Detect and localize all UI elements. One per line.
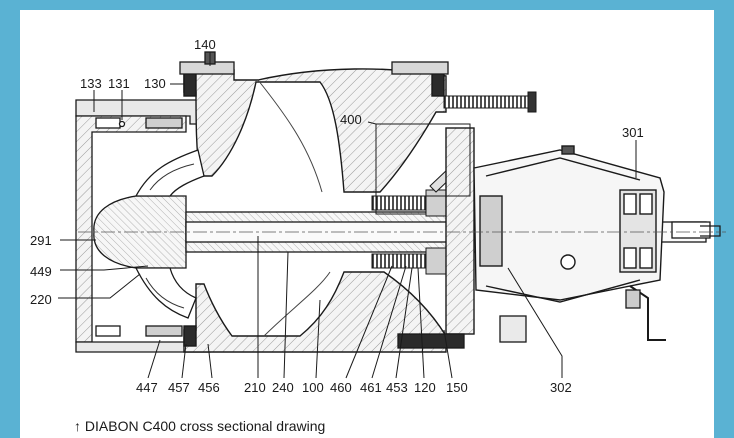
- label-131: 131: [108, 76, 130, 91]
- label-460: 460: [330, 380, 352, 395]
- label-150: 150: [446, 380, 468, 395]
- label-453: 453: [386, 380, 408, 395]
- label-291: 291: [30, 233, 52, 248]
- figure-caption: ↑ DIABON C400 cross sectional drawing: [74, 418, 326, 434]
- part-labels: 140 133 131 130 400 301 291 449 220 447 …: [30, 37, 644, 395]
- label-133: 133: [80, 76, 102, 91]
- label-301: 301: [622, 125, 644, 140]
- label-210: 210: [244, 380, 266, 395]
- label-461: 461: [360, 380, 382, 395]
- label-240: 240: [272, 380, 294, 395]
- label-120: 120: [414, 380, 436, 395]
- label-302: 302: [550, 380, 572, 395]
- label-447: 447: [136, 380, 158, 395]
- label-456: 456: [198, 380, 220, 395]
- clamp-spring: [443, 91, 537, 113]
- label-130: 130: [144, 76, 166, 91]
- inlet-casing: [75, 99, 211, 353]
- label-140: 140: [194, 37, 216, 52]
- label-400: 400: [340, 112, 362, 127]
- bearing-housing: [445, 127, 665, 335]
- label-449: 449: [30, 264, 52, 279]
- label-220: 220: [30, 292, 52, 307]
- label-457: 457: [168, 380, 190, 395]
- impeller: [93, 149, 205, 319]
- pump-base: [397, 285, 666, 349]
- label-100: 100: [302, 380, 324, 395]
- leader-lines: [58, 52, 637, 379]
